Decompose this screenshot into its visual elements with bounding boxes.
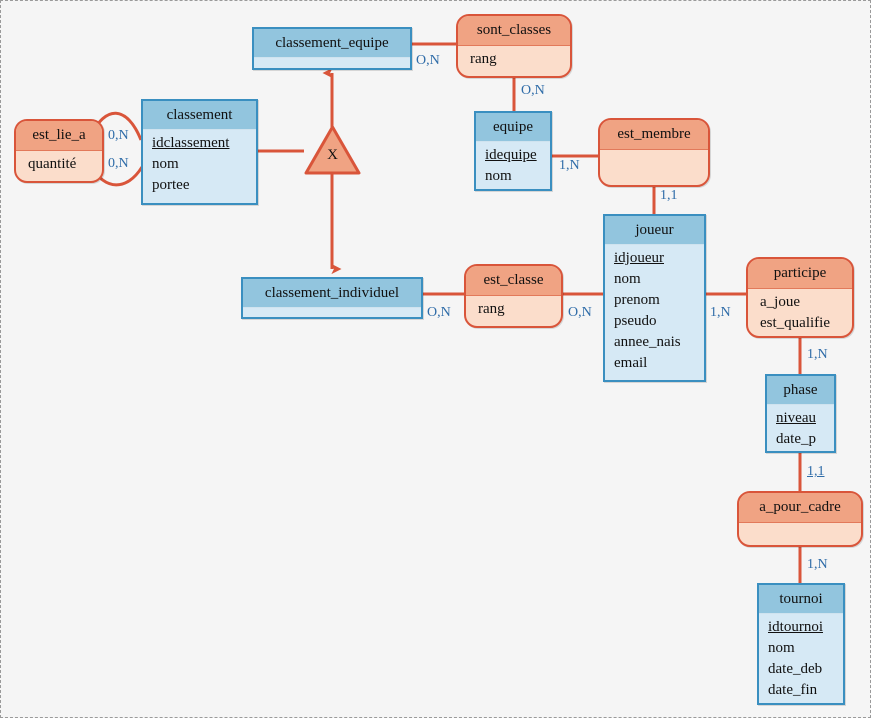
attribute: nom xyxy=(614,271,641,287)
relationship-sont-classes[interactable]: sont_classes rang xyxy=(456,14,572,78)
attribute-key: idequipe xyxy=(485,147,537,163)
relationship-est-lie-a[interactable]: est_lie_a quantité xyxy=(14,119,104,183)
entity-classement-equipe[interactable]: classement_equipe xyxy=(252,27,412,70)
attribute: prenom xyxy=(614,292,660,308)
attribute-key: niveau xyxy=(776,410,816,426)
attribute-key: idclassement xyxy=(152,135,230,151)
attribute: date_p xyxy=(776,431,816,447)
entity-phase[interactable]: phase niveau date_p xyxy=(765,374,836,453)
cardinality-classement-equipe-sont-classes: O,N xyxy=(416,53,440,68)
entity-attributes: idtournoi nom date_deb date_fin xyxy=(759,614,843,706)
attribute: pseudo xyxy=(614,313,657,329)
entity-attributes xyxy=(243,308,421,320)
attribute: rang xyxy=(470,51,497,67)
entity-title: phase xyxy=(767,376,834,405)
attribute: quantité xyxy=(28,156,77,172)
relationship-title: est_classe xyxy=(466,266,561,296)
entity-title: classement_equipe xyxy=(254,29,410,58)
cardinality-equipe-est-membre: 1,N xyxy=(559,158,580,173)
attribute: date_deb xyxy=(768,661,823,677)
cardinality-joueur-participe: 1,N xyxy=(710,305,731,320)
specialization-triangle-x[interactable]: X xyxy=(304,125,361,175)
attribute-key: idtournoi xyxy=(768,619,823,635)
entity-attributes: idjoueur nom prenom pseudo annee_nais em… xyxy=(605,245,704,379)
attribute: nom xyxy=(485,168,512,184)
relationship-attributes: rang xyxy=(458,46,570,75)
cardinality-est-classe-joueur: O,N xyxy=(568,305,592,320)
entity-title: classement_individuel xyxy=(243,279,421,308)
relationship-est-classe[interactable]: est_classe rang xyxy=(464,264,563,328)
entity-attributes: idclassement nom portee xyxy=(143,130,256,201)
cardinality-est-lie-a-upper: 0,N xyxy=(108,128,129,143)
relationship-attributes xyxy=(739,523,861,545)
relationship-title: participe xyxy=(748,259,852,289)
entity-title: equipe xyxy=(476,113,550,142)
entity-equipe[interactable]: equipe idequipe nom xyxy=(474,111,552,191)
relationship-est-membre[interactable]: est_membre xyxy=(598,118,710,187)
attribute: date_fin xyxy=(768,682,818,698)
entity-attributes xyxy=(254,58,410,70)
entity-title: tournoi xyxy=(759,585,843,614)
relationship-title: est_membre xyxy=(600,120,708,150)
relationship-title: est_lie_a xyxy=(16,121,102,151)
cardinality-classement-individuel-est-classe: O,N xyxy=(427,305,451,320)
relationship-attributes xyxy=(600,150,708,172)
attribute: nom xyxy=(768,640,795,656)
relationship-participe[interactable]: participe a_joue est_qualifie xyxy=(746,257,854,338)
entity-title: joueur xyxy=(605,216,704,245)
attribute-key: idjoueur xyxy=(614,250,664,266)
relationship-attributes: quantité xyxy=(16,151,102,180)
attribute: email xyxy=(614,355,648,371)
cardinality-a-pour-cadre-tournoi: 1,N xyxy=(807,557,828,572)
cardinality-sont-classes-equipe: O,N xyxy=(521,83,545,98)
entity-joueur[interactable]: joueur idjoueur nom prenom pseudo annee_… xyxy=(603,214,706,382)
specialization-label: X xyxy=(327,147,338,163)
entity-tournoi[interactable]: tournoi idtournoi nom date_deb date_fin xyxy=(757,583,845,705)
entity-attributes: niveau date_p xyxy=(767,405,834,455)
entity-attributes: idequipe nom xyxy=(476,142,550,192)
attribute: portee xyxy=(152,177,190,193)
triangle-icon xyxy=(304,125,361,175)
relationship-attributes: rang xyxy=(466,296,561,325)
relationship-title: a_pour_cadre xyxy=(739,493,861,523)
entity-title: classement xyxy=(143,101,256,130)
attribute: rang xyxy=(478,301,505,317)
relationship-attributes: a_joue est_qualifie xyxy=(748,289,852,336)
cardinality-est-lie-a-lower: 0,N xyxy=(108,156,129,171)
relationship-title: sont_classes xyxy=(458,16,570,46)
entity-classement-individuel[interactable]: classement_individuel xyxy=(241,277,423,319)
relationship-a-pour-cadre[interactable]: a_pour_cadre xyxy=(737,491,863,547)
attribute: annee_nais xyxy=(614,334,681,350)
entity-classement[interactable]: classement idclassement nom portee xyxy=(141,99,258,205)
cardinality-phase-a-pour-cadre: 1,1 xyxy=(807,464,825,479)
cardinality-participe-phase: 1,N xyxy=(807,347,828,362)
attribute: est_qualifie xyxy=(760,315,830,331)
attribute: a_joue xyxy=(760,294,800,310)
cardinality-est-membre-joueur: 1,1 xyxy=(660,188,678,203)
attribute: nom xyxy=(152,156,179,172)
